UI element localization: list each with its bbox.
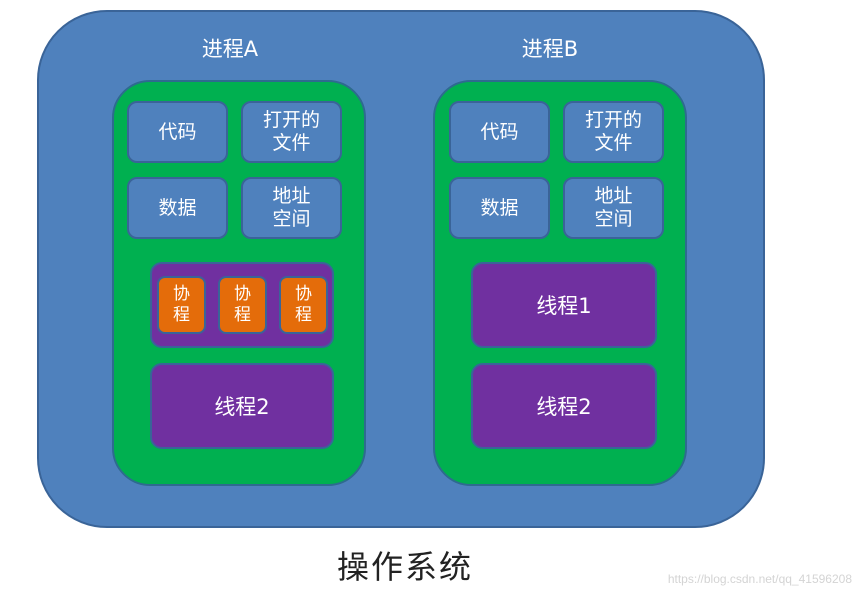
process-b-open-files: 打开的 文件 (563, 101, 664, 163)
process-b-code: 代码 (449, 101, 550, 163)
process-a-open-files: 打开的 文件 (241, 101, 342, 163)
process-b-thread-1: 线程1 (471, 262, 657, 348)
os-label: 操作系统 (336, 548, 473, 586)
process-a-address-space: 地址 空间 (241, 177, 342, 239)
process-b-title: 进程B (521, 37, 579, 61)
watermark: https://blog.csdn.net/qq_41596208 (667, 572, 852, 586)
process-a-data: 数据 (127, 177, 228, 239)
process-b-address-space: 地址 空间 (563, 177, 664, 239)
coroutine-2: 协 程 (218, 276, 267, 334)
coroutine-3: 协 程 (279, 276, 328, 334)
process-b-thread-2: 线程2 (471, 363, 657, 449)
coroutine-1: 协 程 (157, 276, 206, 334)
process-b-data: 数据 (449, 177, 550, 239)
process-a-code: 代码 (127, 101, 228, 163)
process-a-title: 进程A (201, 37, 259, 61)
process-a-thread-2: 线程2 (150, 363, 334, 449)
